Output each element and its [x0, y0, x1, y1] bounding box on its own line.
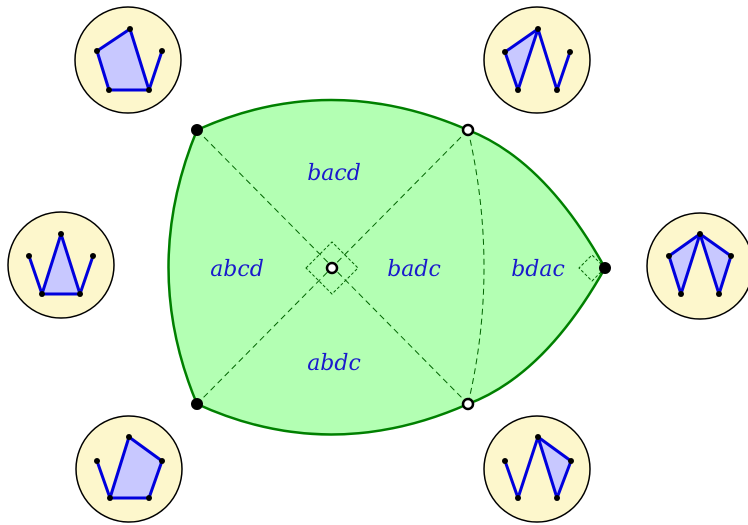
inner-arc [467, 129, 485, 405]
polygon-badge-right [646, 212, 748, 320]
vertex-top-left [191, 124, 203, 136]
polygon-badge-bottom-left [75, 415, 183, 523]
vertex-right [599, 262, 611, 274]
main-region [167, 98, 607, 436]
vertex-top-right [461, 123, 475, 137]
region-label-bdac: bdac [511, 257, 565, 282]
polygon-badge-top-right [483, 6, 591, 114]
polygon-badge-left [7, 211, 115, 319]
region-label-bacd: bacd [307, 161, 361, 186]
vertex-bottom-left [191, 398, 203, 410]
vertices [191, 123, 611, 411]
polygon-badge-top-left [74, 6, 182, 114]
region-label-abdc: abdc [307, 351, 361, 376]
center-angle-marker [305, 241, 359, 295]
region-label-badc: badc [387, 257, 441, 282]
vertex-center [325, 261, 339, 275]
region-labels: bacd abcd badc bdac abdc [210, 161, 565, 376]
vertex-bottom-right [461, 397, 475, 411]
right-angle-markers [305, 241, 606, 295]
polygon-badge-bottom-right [483, 415, 591, 523]
region-label-abcd: abcd [210, 257, 264, 282]
right-angle-marker [578, 254, 606, 282]
